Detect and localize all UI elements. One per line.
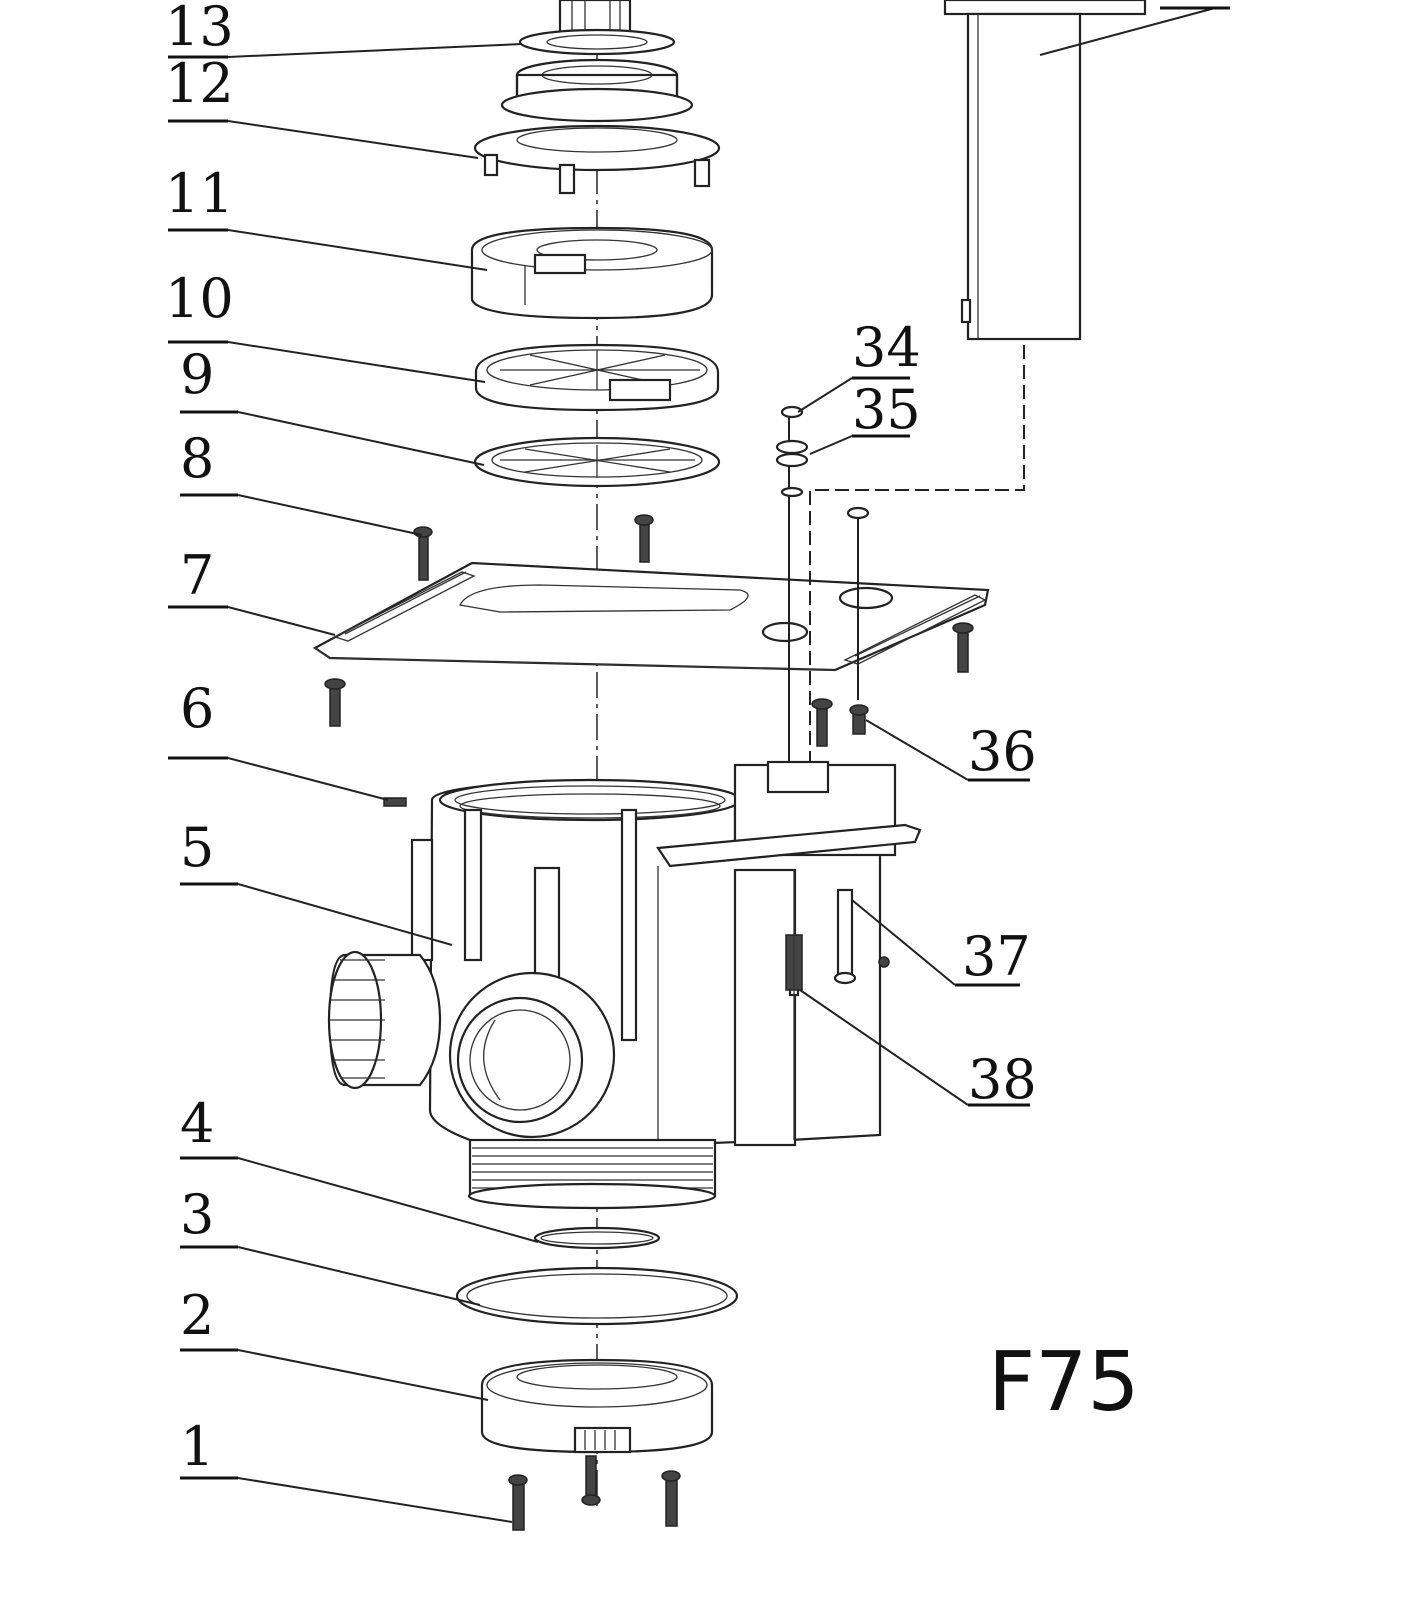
part-6-pin — [383, 797, 407, 807]
leader-lines — [168, 43, 1030, 1523]
body-bottom-threads — [467, 1138, 717, 1210]
label-part-13: 13 — [165, 0, 234, 58]
label-part-8: 8 — [180, 427, 214, 490]
cylinder-module — [809, 0, 1230, 780]
label-part-9: 9 — [180, 343, 214, 406]
label-part-6: 6 — [180, 677, 214, 740]
label-part-3: 3 — [180, 1183, 214, 1246]
part-36-screw — [849, 704, 869, 735]
label-part-34: 34 — [852, 316, 921, 379]
label-part-5: 5 — [180, 816, 214, 879]
part-2-bottom-cap — [480, 1358, 714, 1454]
part-flange-plate — [473, 124, 721, 195]
plate-screws — [324, 622, 974, 747]
label-part-2: 2 — [180, 1284, 214, 1347]
front-port — [448, 971, 616, 1139]
part-12-collar — [500, 58, 694, 123]
part-10-disk — [474, 343, 720, 412]
label-part-36: 36 — [968, 720, 1037, 783]
part-11-cam-ring — [470, 226, 714, 320]
label-part-11: 11 — [165, 162, 234, 225]
left-threaded-outlet — [327, 950, 442, 1090]
part-13-stem — [518, 0, 676, 56]
label-part-38: 38 — [968, 1048, 1037, 1111]
label-part-7: 7 — [180, 544, 214, 607]
label-part-35: 35 — [852, 378, 921, 441]
label-part-1: 1 — [180, 1415, 214, 1478]
part-number-labels: 13 12 11 10 9 8 7 6 5 4 3 2 1 34 35 36 3… — [165, 0, 1037, 1478]
part-34-35-washers — [775, 405, 870, 780]
label-part-12: 12 — [165, 52, 234, 115]
label-part-10: 10 — [165, 267, 234, 330]
part-3-o-ring — [455, 1266, 739, 1326]
part-4-o-ring — [533, 1226, 661, 1250]
label-part-37: 37 — [962, 925, 1031, 988]
model-label: F75 — [988, 1335, 1140, 1430]
part-9-grid-disk — [473, 436, 721, 488]
part-7-face-plate — [312, 561, 990, 672]
label-part-4: 4 — [180, 1092, 214, 1155]
part-1-screws — [508, 1455, 681, 1531]
